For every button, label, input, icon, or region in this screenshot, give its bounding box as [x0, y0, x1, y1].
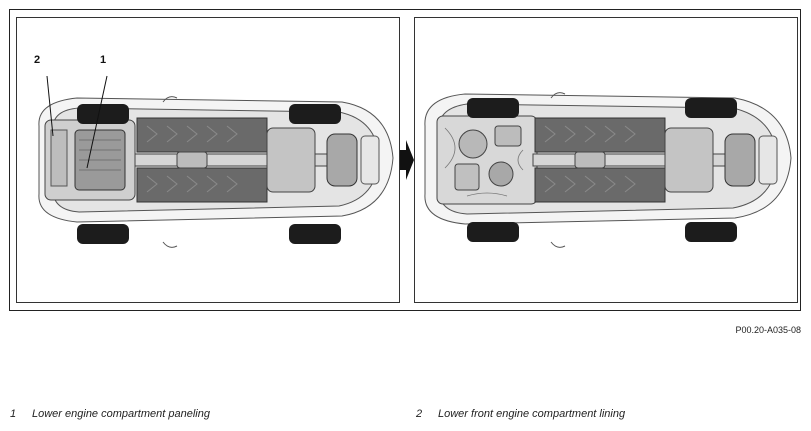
vehicle-underside-with-paneling	[38, 75, 394, 248]
transition-arrow-icon	[400, 140, 414, 180]
illustration-frame: 1 2	[9, 9, 801, 311]
legend-item-2: 2 Lower front engine compartment lining	[416, 408, 625, 420]
legend-number: 1	[10, 408, 17, 420]
legend-text: Lower engine compartment paneling	[32, 408, 210, 420]
legend-item-1: 1 Lower engine compartment paneling	[10, 408, 210, 420]
callout-1: 1	[100, 54, 107, 66]
legend-number: 2	[416, 408, 423, 420]
callout-2: 2	[34, 54, 41, 66]
right-panel-after	[414, 17, 798, 303]
left-panel-before	[16, 17, 400, 303]
legend-text: Lower front engine compartment lining	[438, 408, 626, 420]
figure-reference-code: P00.20-A035-08	[735, 325, 801, 335]
vehicle-underside-without-paneling	[424, 92, 792, 248]
